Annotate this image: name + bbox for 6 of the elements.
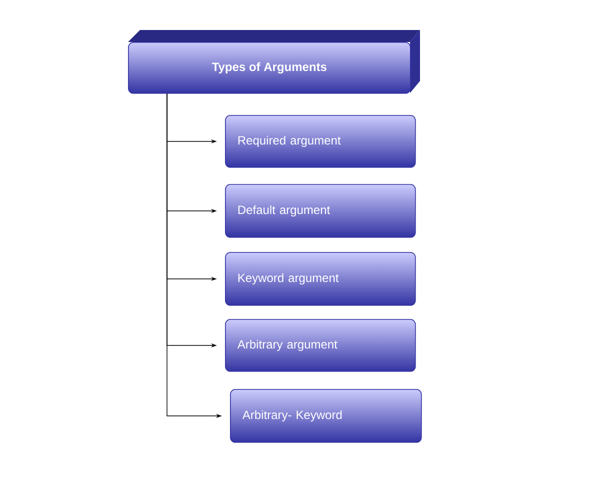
argument-box: Default argument [225,184,416,238]
argument-box: Arbitrary- Keyword [230,389,422,443]
argument-box: Required argument [225,115,416,168]
argument-box: Keyword argument [225,252,416,306]
title-box: Types of Arguments [128,30,420,94]
argument-box: Arbitrary argument [225,319,416,372]
